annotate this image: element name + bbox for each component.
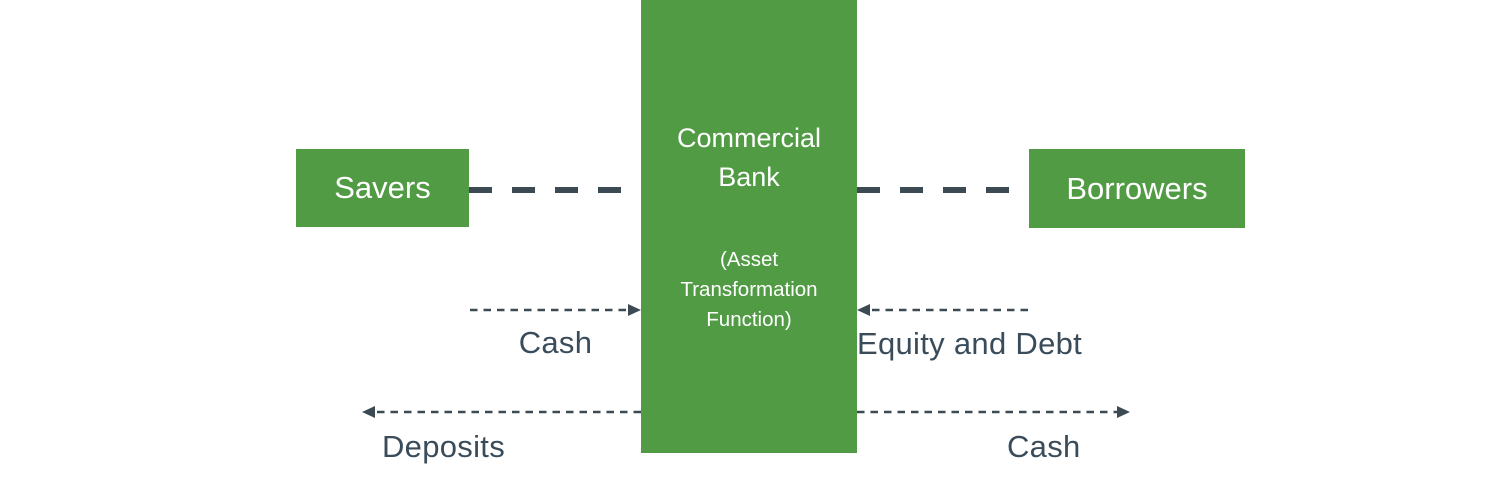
node-borrowers: Borrowers [1029, 149, 1245, 228]
bank-title: Commercial Bank [676, 123, 822, 192]
right-arrowhead-icon [628, 304, 641, 316]
node-savers: Savers [296, 149, 469, 227]
right-arrowhead-icon [1117, 406, 1130, 418]
cash-top-arrow [470, 304, 641, 316]
left-arrowhead-icon [857, 304, 870, 316]
node-commercial-bank: Commercial Bank (Asset Transformation Fu… [641, 0, 857, 453]
flow-label-equity-and-debt: Equity and Debt [857, 326, 1083, 361]
flow-label-cash-bottom: Cash [1007, 429, 1081, 464]
left-arrowhead-icon [362, 406, 375, 418]
bank-subtitle: (Asset Transformation Function) [680, 248, 818, 331]
deposits-arrow [362, 406, 641, 418]
node-savers-label: Savers [334, 170, 431, 205]
equity-debt-arrow [857, 304, 1028, 316]
node-borrowers-label: Borrowers [1066, 170, 1208, 206]
flow-label-deposits: Deposits [382, 429, 506, 464]
flow-label-cash-top: Cash [518, 325, 593, 360]
cash-bottom-arrow [857, 406, 1130, 418]
